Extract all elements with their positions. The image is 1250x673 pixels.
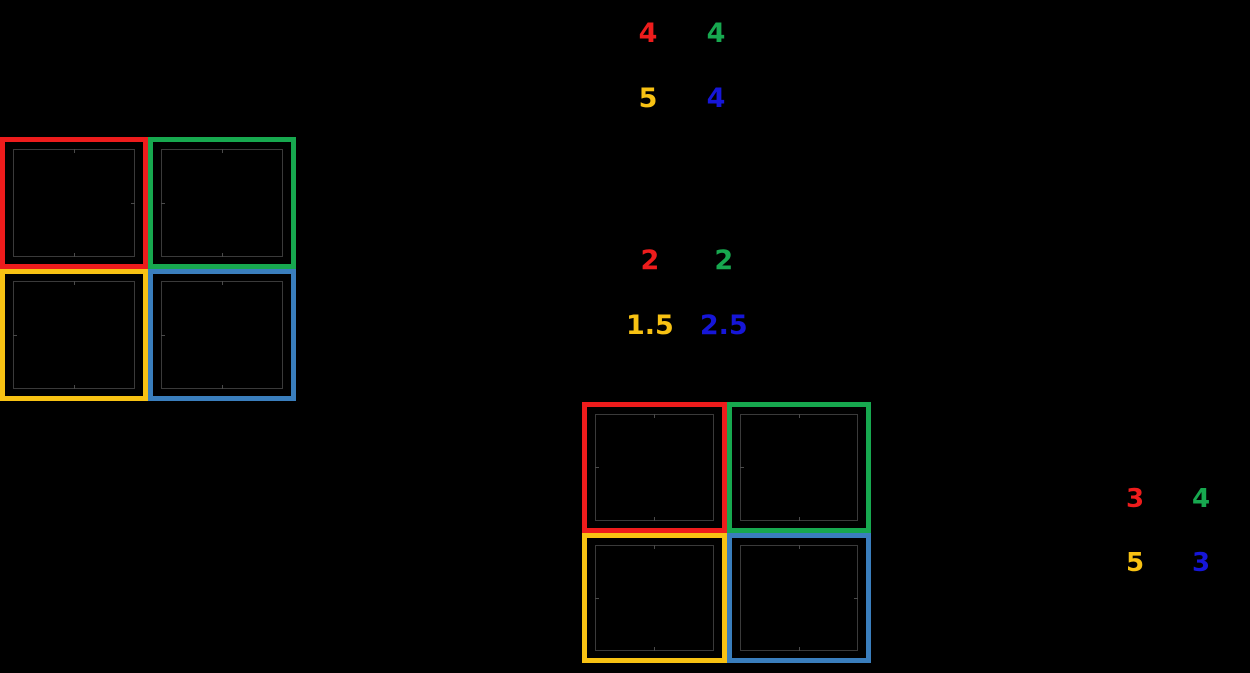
panel-tick-right — [854, 597, 858, 599]
number-cluster-right: 3 4 5 3 — [1118, 484, 1218, 578]
number-middle-yellow: 1.5 — [626, 310, 674, 341]
number-top-blue: 4 — [706, 83, 726, 114]
panel-tick-bottom — [74, 253, 75, 257]
panel-tick-top — [654, 414, 656, 418]
panel-tick-bottom — [74, 385, 75, 389]
panel-tick-top — [222, 149, 223, 153]
number-top-red: 4 — [638, 18, 658, 49]
panel-tick-left — [13, 335, 17, 336]
panel-inner-frame — [161, 149, 283, 257]
number-cluster-middle: 2 2 1.5 2.5 — [626, 245, 748, 341]
number-middle-green: 2 — [714, 245, 734, 276]
quad-group-1-panel-top-left[interactable] — [0, 137, 148, 269]
quad-group-2-panel-bottom-right[interactable] — [726, 532, 871, 663]
number-right-green: 4 — [1191, 484, 1211, 514]
number-middle-blue: 2.5 — [699, 310, 748, 341]
panel-inner-frame — [595, 414, 714, 521]
panel-tick-top — [798, 544, 800, 549]
number-top-yellow: 5 — [638, 83, 658, 114]
panel-tick-top — [798, 414, 800, 418]
panel-tick-top — [74, 281, 75, 285]
panel-inner-frame — [595, 544, 714, 651]
panel-inner-frame — [739, 414, 858, 521]
panel-tick-top — [222, 281, 223, 285]
number-right-blue: 3 — [1191, 548, 1211, 578]
panel-tick-left — [739, 467, 744, 469]
quad-group-1-panel-top-right[interactable] — [148, 137, 296, 269]
panel-tick-bottom — [798, 647, 800, 651]
panel-tick-bottom — [654, 516, 656, 521]
panel-inner-frame — [13, 149, 135, 257]
number-middle-red: 2 — [640, 245, 660, 276]
panel-tick-right — [131, 203, 135, 204]
panel-tick-left — [595, 467, 599, 469]
panel-inner-frame — [739, 544, 858, 651]
panel-tick-top — [654, 544, 656, 549]
panel-tick-bottom — [798, 516, 800, 521]
panel-tick-left — [161, 335, 165, 336]
quad-group-2-panel-top-left[interactable] — [582, 402, 727, 533]
number-right-yellow: 5 — [1125, 548, 1145, 578]
panel-tick-left — [595, 597, 599, 599]
panel-tick-top — [74, 149, 75, 153]
panel-tick-bottom — [654, 647, 656, 651]
quad-group-2-panel-bottom-left[interactable] — [582, 532, 727, 663]
quad-group-1-panel-bottom-right[interactable] — [148, 269, 296, 401]
quad-panel-group-2 — [582, 402, 871, 663]
panel-inner-frame — [161, 281, 283, 389]
panel-tick-bottom — [222, 385, 223, 389]
number-top-green: 4 — [706, 18, 726, 49]
panel-tick-bottom — [222, 253, 223, 257]
quad-panel-group-1 — [0, 137, 296, 401]
number-cluster-top: 4 4 5 4 — [628, 18, 736, 114]
quad-group-1-panel-bottom-left[interactable] — [0, 269, 148, 401]
quad-group-2-panel-top-right[interactable] — [726, 402, 871, 533]
panel-tick-left — [161, 203, 165, 204]
panel-inner-frame — [13, 281, 135, 389]
number-right-red: 3 — [1125, 484, 1145, 514]
